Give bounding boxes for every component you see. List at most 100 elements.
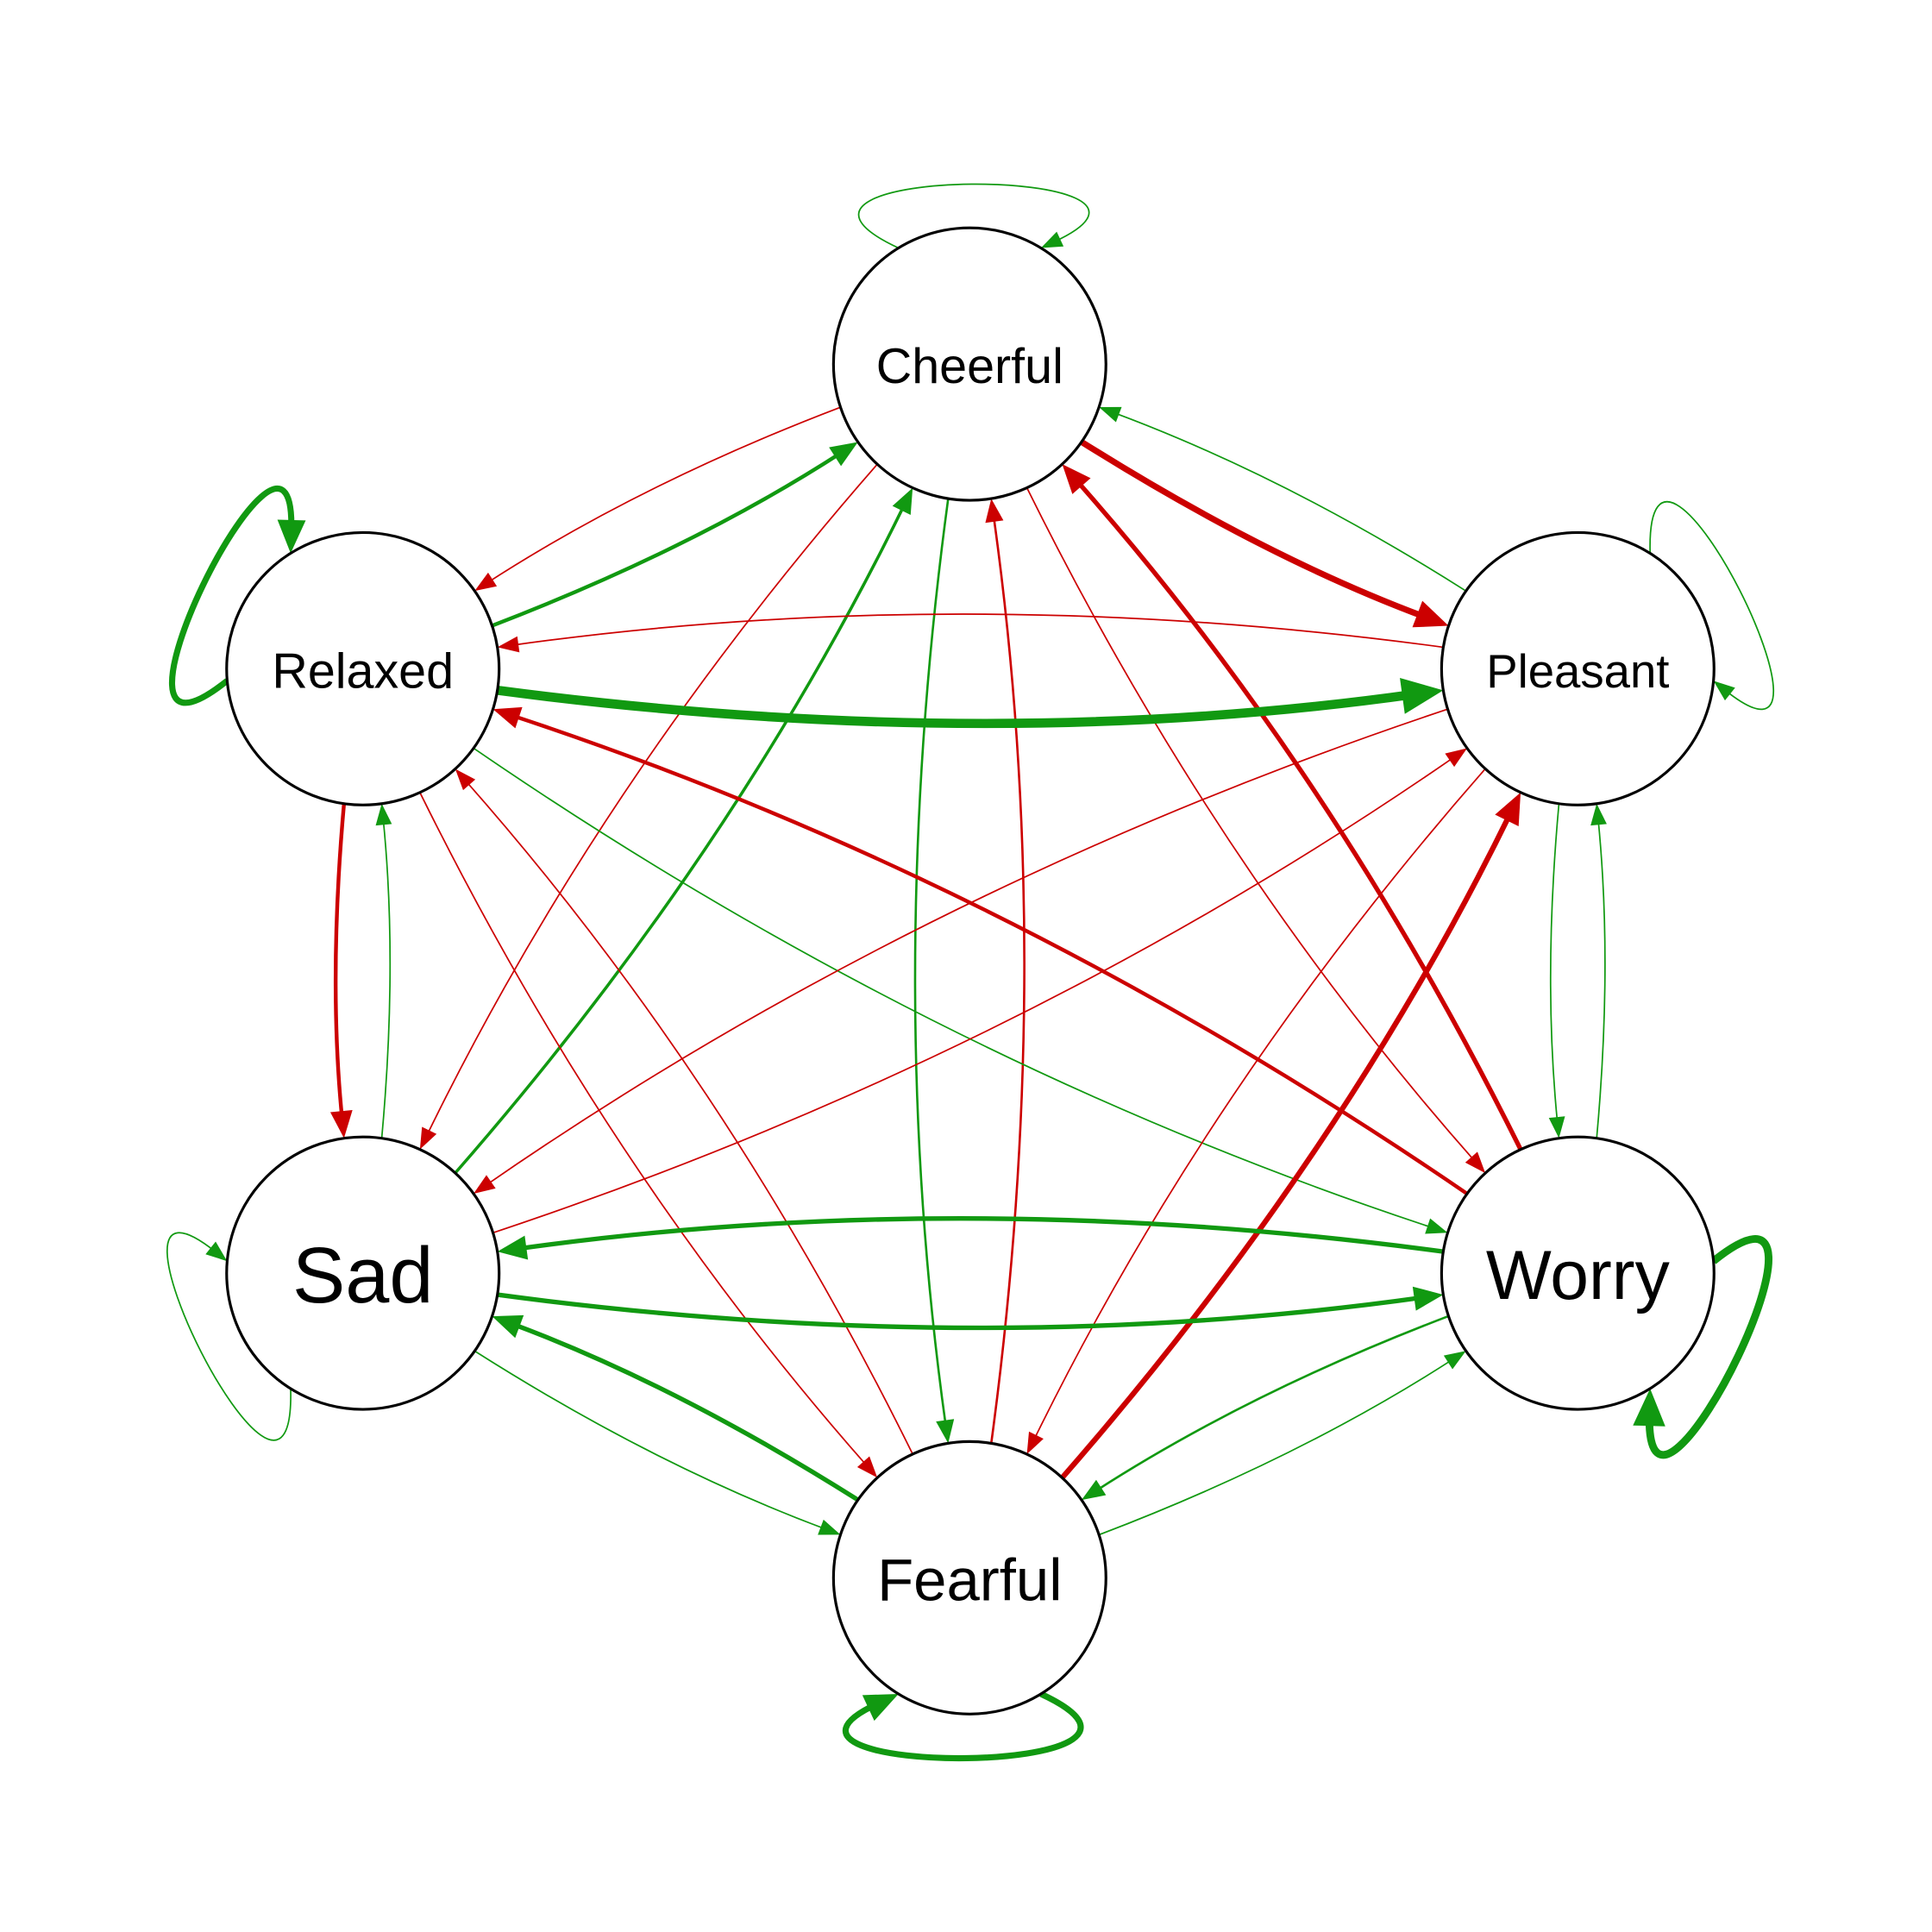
node-relaxed[interactable]: Relaxed [225,530,501,806]
loop-fearful-line [843,1690,1084,1762]
edge-fearful-to-worry [1098,1351,1466,1536]
edge-cheerful-to-worry [1026,487,1486,1174]
node-fearful-label: Fearful [877,1547,1062,1614]
node-pleasant[interactable]: Pleasant [1440,530,1716,806]
edge-worry-to-sad-line [517,1216,1444,1254]
edge-pleasant-to-sad-arrowhead [474,1175,496,1195]
edge-relaxed-to-sad [329,803,353,1138]
edge-pleasant-to-worry-arrowhead [1548,1116,1565,1138]
edge-cheerful-to-fearful [913,498,955,1444]
node-cheerful[interactable]: Cheerful [831,226,1107,502]
edge-fearful-to-sad-line [510,1320,860,1502]
edge-relaxed-to-fearful-arrowhead [856,1456,878,1478]
edge-pleasant-to-sad [474,708,1448,1195]
edge-pleasant-to-cheerful-line [1112,411,1467,592]
edge-worry-to-pleasant [1590,803,1607,1138]
loop-relaxed-line [168,486,295,706]
edge-relaxed-to-cheerful-arrowhead [829,442,858,467]
loop-worry-line [1645,1235,1772,1459]
loop-relaxed-arrowhead [277,519,306,554]
edge-worry-to-relaxed [492,706,1469,1195]
edge-sad-to-cheerful-line [454,503,906,1175]
edge-worry-to-relaxed-arrowhead [492,706,523,729]
edge-cheerful-to-sad [419,463,878,1150]
edge-cheerful-to-sad-line [425,463,878,1137]
node-cheerful-label: Cheerful [876,339,1063,394]
edge-cheerful-to-relaxed [474,406,841,592]
edge-sad-to-worry-line [497,1292,1424,1331]
edge-cheerful-to-fearful-line [913,498,950,1427]
edge-relaxed-to-cheerful [491,442,858,628]
edge-worry-to-pleasant-line [1596,818,1606,1138]
edge-relaxed-to-pleasant [496,677,1444,729]
edge-pleasant-to-sad-line [485,708,1448,1186]
edge-cheerful-to-sad-arrowhead [419,1126,437,1150]
node-worry-circle [1440,1135,1716,1411]
edge-worry-to-cheerful [1062,464,1523,1151]
edge-cheerful-to-worry-line [1026,487,1477,1163]
node-sad[interactable]: Sad [225,1135,501,1411]
node-relaxed-label: Relaxed [272,643,454,699]
edge-relaxed-to-relaxed [168,486,306,706]
edge-pleasant-to-relaxed [497,613,1444,653]
edge-sad-to-relaxed-line [380,818,392,1138]
edge-worry-to-fearful [1081,1314,1449,1501]
edge-pleasant-to-worry [1548,803,1565,1138]
edge-fearful-to-cheerful-arrowhead [985,499,1004,524]
edge-fearful-to-pleasant [1060,792,1521,1480]
edge-relaxed-to-pleasant-line [496,686,1415,729]
edges-layer [166,183,1775,1762]
edge-sad-to-pleasant-arrowhead [1445,748,1467,768]
edge-cheerful-to-fearful-arrowhead [936,1419,955,1444]
edge-pleasant-to-fearful [1026,768,1486,1454]
edge-pleasant-to-relaxed-arrowhead [497,636,520,653]
nodes-layer: Cheerful Relaxed Pleasant Sad Worry Fear… [225,226,1716,1716]
node-relaxed-circle [225,530,501,806]
edge-worry-to-sad-arrowhead [497,1235,529,1260]
edge-pleasant-to-fearful-line [1032,768,1486,1441]
loop-cheerful-line [857,183,1090,249]
loop-pleasant-arrowhead [1713,681,1735,701]
edge-fearful-to-worry-arrowhead [1443,1351,1466,1370]
loop-fearful-arrowhead [862,1693,899,1722]
edge-sad-to-pleasant-line [492,756,1456,1234]
edge-relaxed-to-sad-line [333,803,347,1120]
node-sad-label: Sad [292,1232,433,1320]
edge-worry-to-sad [497,1216,1444,1260]
edge-sad-to-pleasant [492,748,1467,1234]
node-fearful[interactable]: Fearful [831,1440,1107,1716]
edge-relaxed-to-worry-line [473,747,1434,1229]
edge-pleasant-to-cheerful [1099,406,1467,592]
node-pleasant-circle [1440,530,1716,806]
edge-relaxed-to-cheerful-line [491,450,844,628]
edge-fearful-to-cheerful [985,499,1026,1444]
edge-fearful-to-sad [492,1314,860,1502]
edge-sad-to-worry [497,1286,1444,1331]
edge-worry-to-worry [1633,1235,1772,1459]
edge-fearful-to-relaxed-arrowhead [455,768,476,791]
node-worry-label: Worry [1486,1237,1671,1314]
edge-cheerful-to-pleasant-arrowhead [1412,600,1449,628]
edge-fearful-to-pleasant-line [1060,811,1514,1480]
edge-relaxed-to-pleasant-arrowhead [1400,677,1444,714]
edge-cheerful-to-worry-arrowhead [1465,1151,1486,1174]
edge-relaxed-to-worry-arrowhead [1425,1218,1448,1234]
edge-pleasant-to-fearful-arrowhead [1026,1431,1044,1454]
node-worry[interactable]: Worry [1440,1135,1716,1411]
edge-cheerful-to-relaxed-arrowhead [474,572,498,592]
edge-sad-to-worry-arrowhead [1412,1286,1444,1311]
edge-worry-to-relaxed-line [510,713,1469,1195]
loop-cheerful-arrowhead [1040,231,1064,248]
edge-sad-to-sad [166,1232,292,1441]
edge-sad-to-fearful [474,1350,841,1535]
edge-relaxed-to-fearful-line [419,792,869,1467]
loop-sad-line [166,1232,292,1441]
edge-relaxed-to-fearful [419,792,878,1478]
edge-sad-to-cheerful-arrowhead [892,487,913,516]
edge-worry-to-fearful-arrowhead [1081,1479,1107,1501]
edge-sad-to-fearful-line [474,1350,827,1531]
edge-sad-to-relaxed-arrowhead [375,803,392,826]
edge-sad-to-fearful-arrowhead [818,1519,841,1535]
edge-fearful-to-relaxed-line [464,779,913,1455]
